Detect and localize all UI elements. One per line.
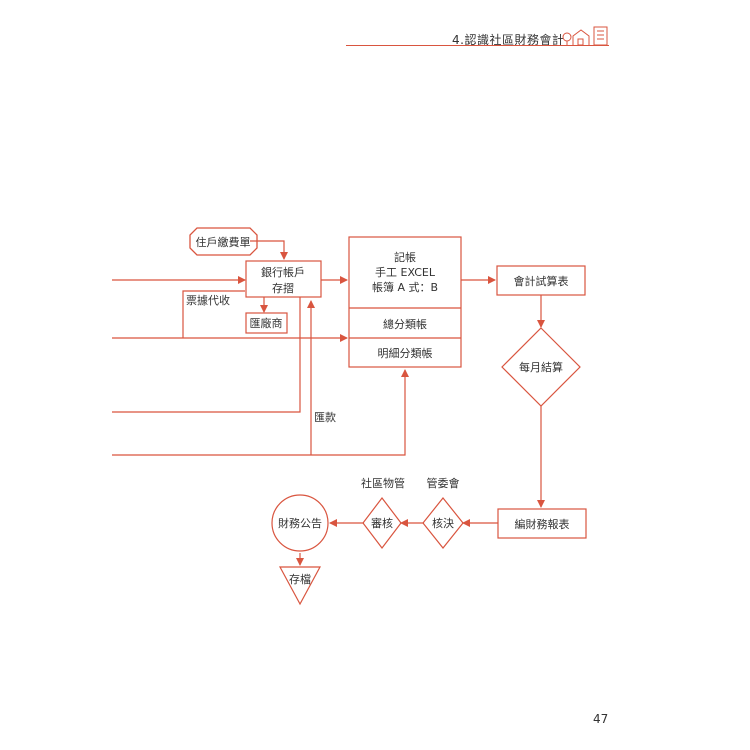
ticket-collection-line [182, 290, 245, 338]
trial-balance-node [496, 265, 586, 296]
review-node [362, 497, 402, 549]
page-number: 47 [593, 712, 609, 726]
financial-report-text: 編財務報表 [515, 517, 570, 531]
bookkeeping-text-line1: 記帳 [394, 250, 416, 264]
remittance-payee-node [245, 312, 288, 334]
financial-report-node [497, 508, 587, 539]
archive-node [278, 566, 322, 606]
remittance-payee-text: 匯廠商 [250, 316, 283, 330]
header-rule [346, 45, 609, 46]
general-ledger-text: 總分類帳 [383, 317, 427, 331]
resident-fee-text: 住戶繳費單 [196, 235, 251, 249]
approval-text: 核決 [432, 516, 454, 530]
chapter-title: 4.認識社區財務會計 [452, 33, 565, 47]
bank-account-node [245, 260, 322, 298]
bank-account-text-line2: 存摺 [272, 281, 294, 295]
archive-text: 存檔 [289, 572, 311, 586]
bookkeeping-text-line3: 帳簿 A 式：B [372, 280, 438, 294]
monthly-closing-text: 每月結算 [519, 360, 563, 374]
review-label-text: 社區物管 [361, 476, 405, 490]
bank-account-text-line1: 銀行帳戶 [261, 265, 305, 279]
subsidiary-ledger-text: 明細分類帳 [378, 346, 433, 360]
approval-label-text: 管委會 [427, 476, 460, 490]
bookkeeping-node [348, 236, 462, 368]
announcement-node [271, 494, 329, 552]
approval-node [422, 497, 464, 549]
monthly-closing-node [501, 327, 581, 407]
review-text: 審核 [371, 516, 393, 530]
trial-balance-text: 會計試算表 [514, 274, 569, 288]
bookkeeping-text-line2: 手工 EXCEL [375, 265, 436, 279]
ticket-collection-text: 票據代收 [186, 293, 230, 307]
resident-fee-node [189, 227, 258, 256]
incoming-line-4 [112, 369, 409, 456]
incoming-line-3 [112, 297, 301, 413]
remittance-text: 匯款 [314, 410, 336, 424]
announcement-text: 財務公告 [278, 516, 322, 530]
fee-to-bank-connector [250, 240, 288, 260]
